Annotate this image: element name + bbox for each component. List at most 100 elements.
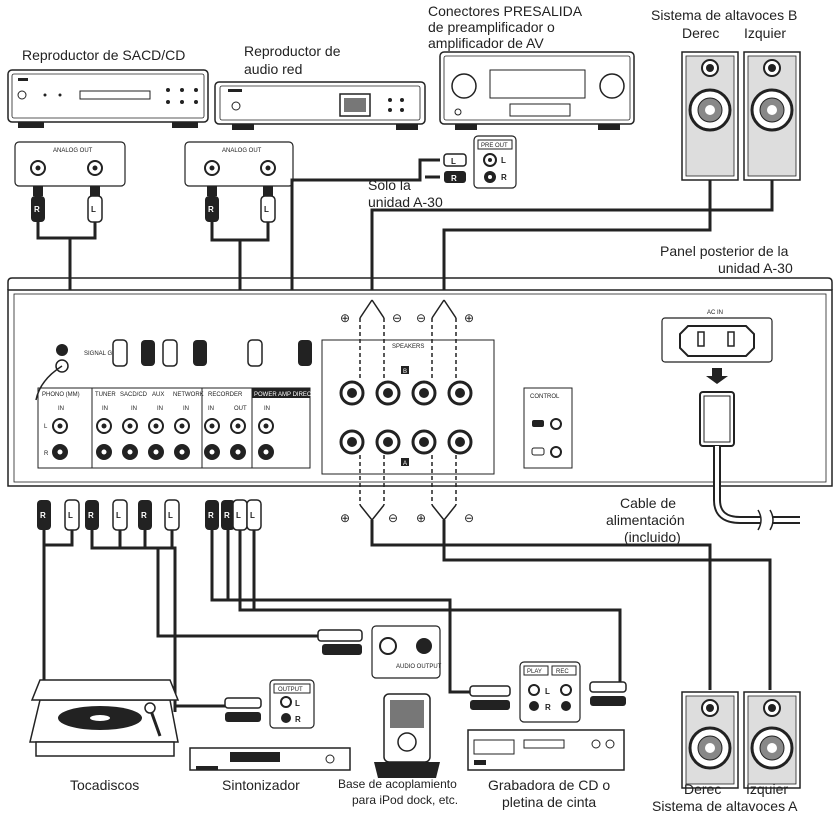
svg-text:⊖: ⊖ [392, 311, 402, 325]
label-power-cable-2: alimentación [606, 512, 685, 528]
svg-text:OUT: OUT [234, 406, 247, 412]
svg-text:CONTROL: CONTROL [530, 394, 560, 400]
speaker-a-left [743, 691, 801, 789]
tuner: OUTPUT L R [189, 679, 351, 771]
label-tuner: Sintonizador [222, 777, 300, 793]
sacd-player [7, 69, 209, 128]
svg-text:L: L [451, 157, 456, 166]
label-rear-panel-1: Panel posterior de la [660, 243, 789, 259]
input-jacks [52, 418, 274, 460]
svg-text:B: B [403, 369, 407, 375]
speaker-b-left [743, 51, 801, 181]
svg-text:TUNER: TUNER [95, 392, 116, 398]
label-speaker-a-right: Derec [684, 781, 721, 797]
label-preout-2: de preamplificador o [428, 19, 555, 35]
svg-text:⊕: ⊕ [340, 311, 350, 325]
svg-text:R: R [545, 703, 551, 712]
svg-text:R: R [295, 715, 301, 724]
svg-text:IN: IN [183, 406, 189, 412]
svg-text:AUX: AUX [152, 392, 164, 398]
svg-text:AUDIO OUTPUT: AUDIO OUTPUT [396, 664, 442, 670]
svg-text:L: L [545, 687, 550, 696]
label-speaker-b-right: Derec [682, 25, 719, 41]
svg-text:IN: IN [208, 406, 214, 412]
sacd-analog-out-panel: ANALOG OUT [14, 141, 126, 187]
svg-text:SIGNAL GND: SIGNAL GND [84, 351, 121, 357]
top-plugs: R L R L L R [31, 153, 467, 223]
speaker-terminals [339, 380, 473, 455]
svg-text:R: R [451, 174, 457, 183]
speaker-a-right [681, 691, 739, 789]
signal-gnd-terminal: SIGNAL GND [35, 344, 121, 401]
svg-text:R: R [141, 511, 147, 520]
label-speaker-a: Sistema de altavoces A [652, 798, 798, 814]
svg-text:L: L [116, 511, 121, 520]
svg-text:L: L [264, 205, 269, 214]
label-only-a30-2: unidad A-30 [368, 194, 443, 210]
svg-text:R: R [224, 511, 230, 520]
svg-text:IN: IN [102, 406, 108, 412]
svg-text:POWER AMP DIRECT: POWER AMP DIRECT [254, 392, 315, 398]
svg-text:PRE OUT: PRE OUT [481, 143, 508, 149]
av-amplifier [439, 51, 635, 130]
svg-text:L: L [91, 205, 96, 214]
label-cd-recorder-1: Grabadora de CD o [488, 777, 610, 793]
svg-text:PLAY: PLAY [527, 669, 542, 675]
svg-text:A: A [403, 461, 407, 467]
label-preout-3: amplificador de AV [428, 35, 544, 51]
speaker-wires-b [359, 299, 457, 380]
svg-text:⊕: ⊕ [340, 511, 350, 525]
ipod-dock: AUDIO OUTPUT [317, 625, 442, 778]
svg-text:⊖: ⊖ [464, 511, 474, 525]
label-speaker-b-left: Izquier [744, 25, 786, 41]
svg-text:R: R [40, 511, 46, 520]
svg-text:⊕: ⊕ [416, 511, 426, 525]
network-analog-out-panel: ANALOG OUT [184, 141, 294, 187]
svg-text:R: R [44, 451, 49, 457]
svg-text:SPEAKERS: SPEAKERS [392, 344, 424, 350]
svg-text:ANALOG OUT: ANALOG OUT [222, 148, 262, 154]
label-network-player-2: audio red [244, 61, 302, 77]
svg-text:R: R [208, 511, 214, 520]
svg-text:⊖: ⊖ [388, 511, 398, 525]
svg-text:IN: IN [131, 406, 137, 412]
svg-text:IN: IN [58, 406, 64, 412]
label-ipod-2: para iPod dock, etc. [352, 793, 458, 807]
label-rear-panel-2: unidad A-30 [718, 260, 793, 276]
svg-text:L: L [501, 156, 506, 165]
svg-text:R: R [208, 205, 214, 214]
turntable [29, 679, 180, 757]
svg-text:RECORDER: RECORDER [208, 392, 243, 398]
label-network-player-1: Reproductor de [244, 43, 341, 59]
label-sacd-player: Reproductor de SACD/CD [22, 47, 185, 63]
label-power-cable-3: (incluido) [624, 529, 681, 545]
svg-text:R: R [501, 173, 507, 182]
panel-top-plugs [112, 339, 312, 367]
power-cable [699, 391, 800, 531]
label-power-cable-1: Cable de [620, 495, 676, 511]
cd-recorder: PLAY REC L R [467, 661, 627, 771]
bottom-plugs: R L R L R L R R L L [37, 499, 262, 531]
svg-text:IN: IN [264, 406, 270, 412]
label-preout-1: Conectores PRESALIDA [428, 3, 583, 19]
label-cd-recorder-2: pletina de cinta [502, 794, 596, 810]
svg-text:L: L [295, 699, 300, 708]
pre-out-panel: PRE OUT L R [473, 135, 517, 189]
svg-text:OUTPUT: OUTPUT [278, 687, 303, 693]
svg-text:L: L [250, 511, 255, 520]
svg-text:⊖: ⊖ [416, 311, 426, 325]
label-speaker-b: Sistema de altavoces B [651, 7, 797, 23]
svg-text:⊕: ⊕ [464, 311, 474, 325]
svg-text:IN: IN [157, 406, 163, 412]
label-speaker-a-left: Izquier [746, 781, 788, 797]
svg-text:L: L [236, 511, 241, 520]
svg-text:AC IN: AC IN [707, 310, 723, 316]
svg-text:L: L [68, 511, 73, 520]
svg-text:L: L [168, 511, 173, 520]
svg-text:REC: REC [556, 669, 569, 675]
speaker-b-right [681, 51, 739, 181]
svg-text:PHONO (MM): PHONO (MM) [42, 392, 80, 398]
label-ipod-1: Base de acoplamiento [338, 777, 457, 791]
label-turntable: Tocadiscos [70, 777, 139, 793]
